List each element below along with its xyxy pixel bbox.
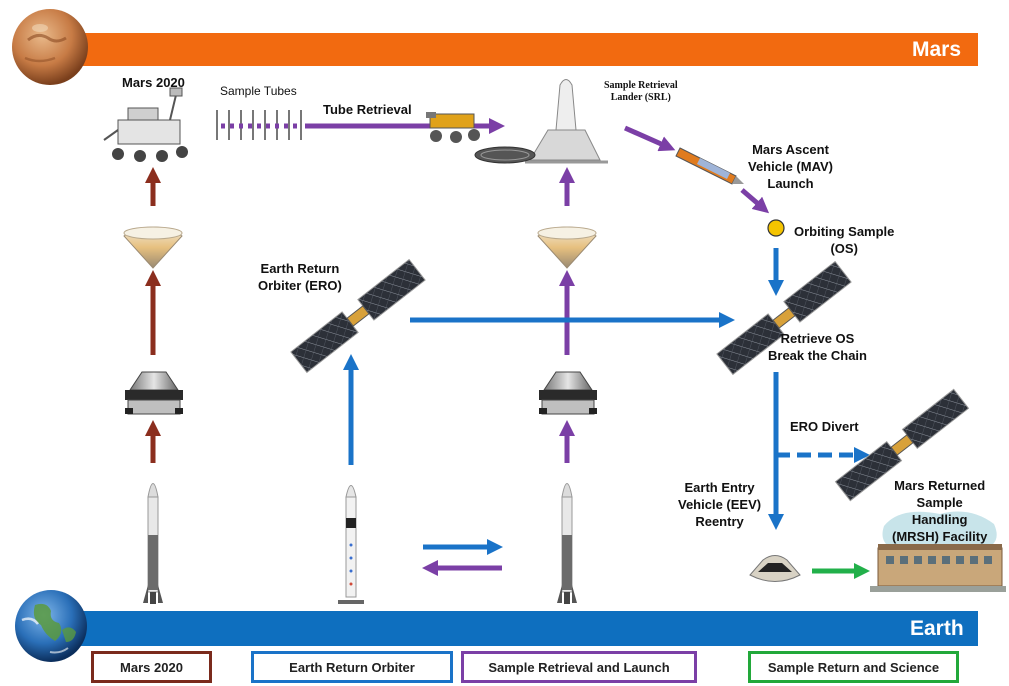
ero-divert-spacecraft-icon <box>834 388 970 502</box>
sample-retrieval-lander-icon <box>474 79 608 164</box>
earth-band <box>45 611 978 646</box>
label-srl-line2: Lander (SRL) <box>610 92 671 103</box>
label-mav-line3: Launch <box>767 176 814 191</box>
label-retrieve-os: Retrieve OS Break the Chain <box>768 330 867 364</box>
aeroshell-srl-icon <box>537 226 597 269</box>
label-retrieve-line1: Retrieve OS <box>780 331 855 346</box>
label-mrsh-line3: Handling <box>911 512 968 527</box>
label-ero-divert: ERO Divert <box>790 419 859 434</box>
label-ero-line1: Earth Return <box>260 261 340 276</box>
arrow-mav-to-os <box>740 188 770 214</box>
aeroshell-mars2020-icon <box>123 226 183 269</box>
perseverance-rover-icon <box>103 87 188 162</box>
label-tube-retrieval: Tube Retrieval <box>323 102 412 117</box>
label-srl-line1: Sample Retrieval <box>604 80 678 91</box>
spacecraft-cruise-srl-icon <box>539 371 597 415</box>
mars-band-title: Mars <box>912 38 962 61</box>
label-srl: Sample Retrieval Lander (SRL) <box>604 80 678 104</box>
label-eev-line2: Vehicle (EEV) <box>678 497 762 512</box>
mars-planet-icon <box>12 9 88 85</box>
fetch-rover-icon <box>426 112 480 143</box>
rocket-mars2020-icon <box>143 483 163 604</box>
label-mars2020: Mars 2020 <box>122 75 185 90</box>
mars-band <box>45 33 978 66</box>
label-eev-line3: Reentry <box>695 514 744 529</box>
earth-planet-icon <box>15 590 87 662</box>
label-mrsh-line2: Sample <box>916 495 963 510</box>
ero-capture-spacecraft-icon <box>716 260 852 376</box>
label-ero: Earth Return Orbiter (ERO) <box>258 260 342 294</box>
label-mav-line1: Mars Ascent <box>752 142 829 157</box>
spacecraft-cruise-mars2020-icon <box>125 371 183 415</box>
mav-rocket-icon <box>675 147 744 185</box>
label-sample-tubes: Sample Tubes <box>220 84 297 98</box>
legend-mars2020: Mars 2020 <box>91 651 212 683</box>
orbiting-sample-icon <box>767 219 785 237</box>
label-mrsh: Mars Returned Sample Handling (MRSH) Fac… <box>892 477 987 545</box>
legend-sample-retrieval-launch: Sample Retrieval and Launch <box>461 651 697 683</box>
label-eev-line1: Earth Entry <box>684 480 755 495</box>
sample-tubes-icon <box>216 110 302 140</box>
label-retrieve-line2: Break the Chain <box>768 348 867 363</box>
label-os-line1: Orbiting Sample <box>794 224 895 239</box>
label-mav-line2: Vehicle (MAV) <box>748 159 834 174</box>
ero-spacecraft-icon <box>290 258 426 374</box>
label-orbiting-sample: Orbiting Sample (OS) <box>794 223 894 257</box>
label-os-line2: (OS) <box>830 241 858 256</box>
label-eev: Earth Entry Vehicle (EEV) Reentry <box>678 479 761 530</box>
rocket-ero-icon <box>338 485 364 604</box>
rocket-srl-icon <box>557 483 577 604</box>
arrow-srl-to-mav <box>623 125 676 152</box>
legend-earth-return-orbiter: Earth Return Orbiter <box>251 651 453 683</box>
mrsh-facility-icon <box>870 511 1006 592</box>
legend-sample-return-science: Sample Return and Science <box>748 651 959 683</box>
label-mav: Mars Ascent Vehicle (MAV) Launch <box>748 141 833 192</box>
eev-capsule-icon <box>749 555 801 582</box>
label-mrsh-line1: Mars Returned <box>894 478 986 493</box>
label-mrsh-line4: (MRSH) Facility <box>892 529 988 544</box>
label-ero-line2: Orbiter (ERO) <box>258 278 342 293</box>
earth-band-title: Earth <box>910 617 964 640</box>
